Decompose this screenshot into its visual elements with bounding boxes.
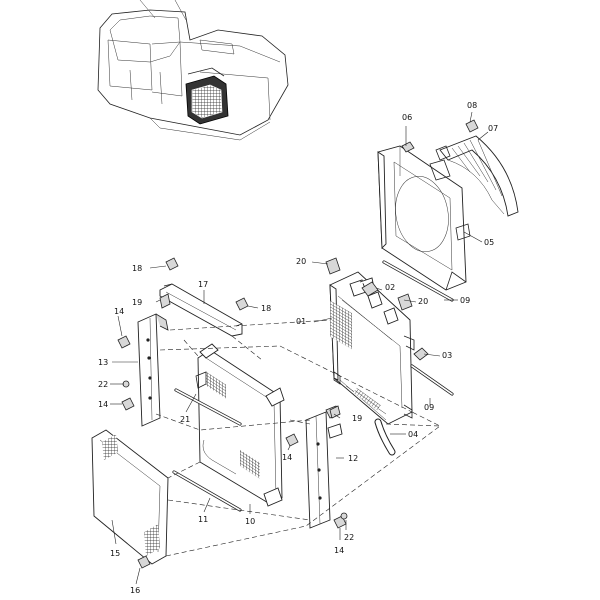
label-17: 17 <box>198 280 208 289</box>
front-screen-panel <box>91 429 169 565</box>
bracket-20-lower <box>397 293 413 311</box>
bracket-20-upper <box>325 257 341 275</box>
label-09-lower: 09 <box>424 403 434 412</box>
label-16: 16 <box>130 586 140 595</box>
label-20-upper: 20 <box>296 257 306 266</box>
bolt-06 <box>401 141 415 153</box>
tie-rod-upper <box>174 388 242 426</box>
label-18-left: 18 <box>132 264 142 273</box>
bolt-14-b <box>121 397 135 411</box>
label-05: 05 <box>484 238 494 247</box>
washer-22-b <box>340 512 348 520</box>
assembly-lines <box>155 319 441 557</box>
bolt-03 <box>413 347 429 361</box>
label-03: 03 <box>442 351 452 360</box>
label-09-upper: 09 <box>460 296 470 305</box>
label-19-left: 19 <box>132 298 142 307</box>
label-21: 21 <box>180 415 190 424</box>
clip-19-b <box>329 405 341 419</box>
label-14-d: 14 <box>334 546 344 555</box>
radiator-hose <box>374 418 396 456</box>
label-13: 13 <box>98 358 108 367</box>
cap-02 <box>361 281 379 297</box>
bolt-18-b <box>235 297 249 311</box>
seal-strip-lower <box>410 364 454 396</box>
fan-shroud <box>377 145 471 291</box>
excavator-overview <box>97 0 289 141</box>
bolt-14-c <box>285 433 299 447</box>
label-22-a: 22 <box>98 380 108 389</box>
label-12: 12 <box>348 454 358 463</box>
tie-rod-lower <box>172 470 242 512</box>
label-14-a: 14 <box>114 307 124 316</box>
label-14-b: 14 <box>98 400 108 409</box>
radiator-location-highlight <box>185 67 229 125</box>
label-04: 04 <box>408 430 418 439</box>
radiator-core <box>329 271 415 425</box>
label-22-b: 22 <box>344 533 354 542</box>
label-20-lower: 20 <box>418 297 428 306</box>
bolt-08 <box>465 119 479 133</box>
bolt-18-a <box>165 257 179 271</box>
label-19-right: 19 <box>352 414 362 423</box>
clip-19-a <box>159 293 171 309</box>
leader-lines <box>110 111 489 585</box>
label-15: 15 <box>110 549 120 558</box>
label-08-top: 06 <box>402 113 412 122</box>
fan-guard <box>435 135 519 217</box>
bolt-16 <box>137 555 151 569</box>
part-labels: 06 08 07 05 20 02 20 09 01 03 09 04 18 1… <box>98 101 498 595</box>
seal-strip-upper <box>382 260 454 302</box>
top-support-bar <box>159 283 243 337</box>
label-08-guard: 08 <box>467 101 477 110</box>
oil-cooler <box>195 343 285 507</box>
label-10: 10 <box>245 517 255 526</box>
right-side-plate <box>305 405 343 529</box>
bolt-14-a <box>117 335 131 349</box>
left-side-bracket <box>137 313 169 427</box>
label-18-right: 18 <box>261 304 271 313</box>
label-14-c: 14 <box>282 453 292 462</box>
label-01: 01 <box>296 317 306 326</box>
label-02: 02 <box>385 283 395 292</box>
label-11: 11 <box>198 515 208 524</box>
label-07: 07 <box>488 124 498 133</box>
